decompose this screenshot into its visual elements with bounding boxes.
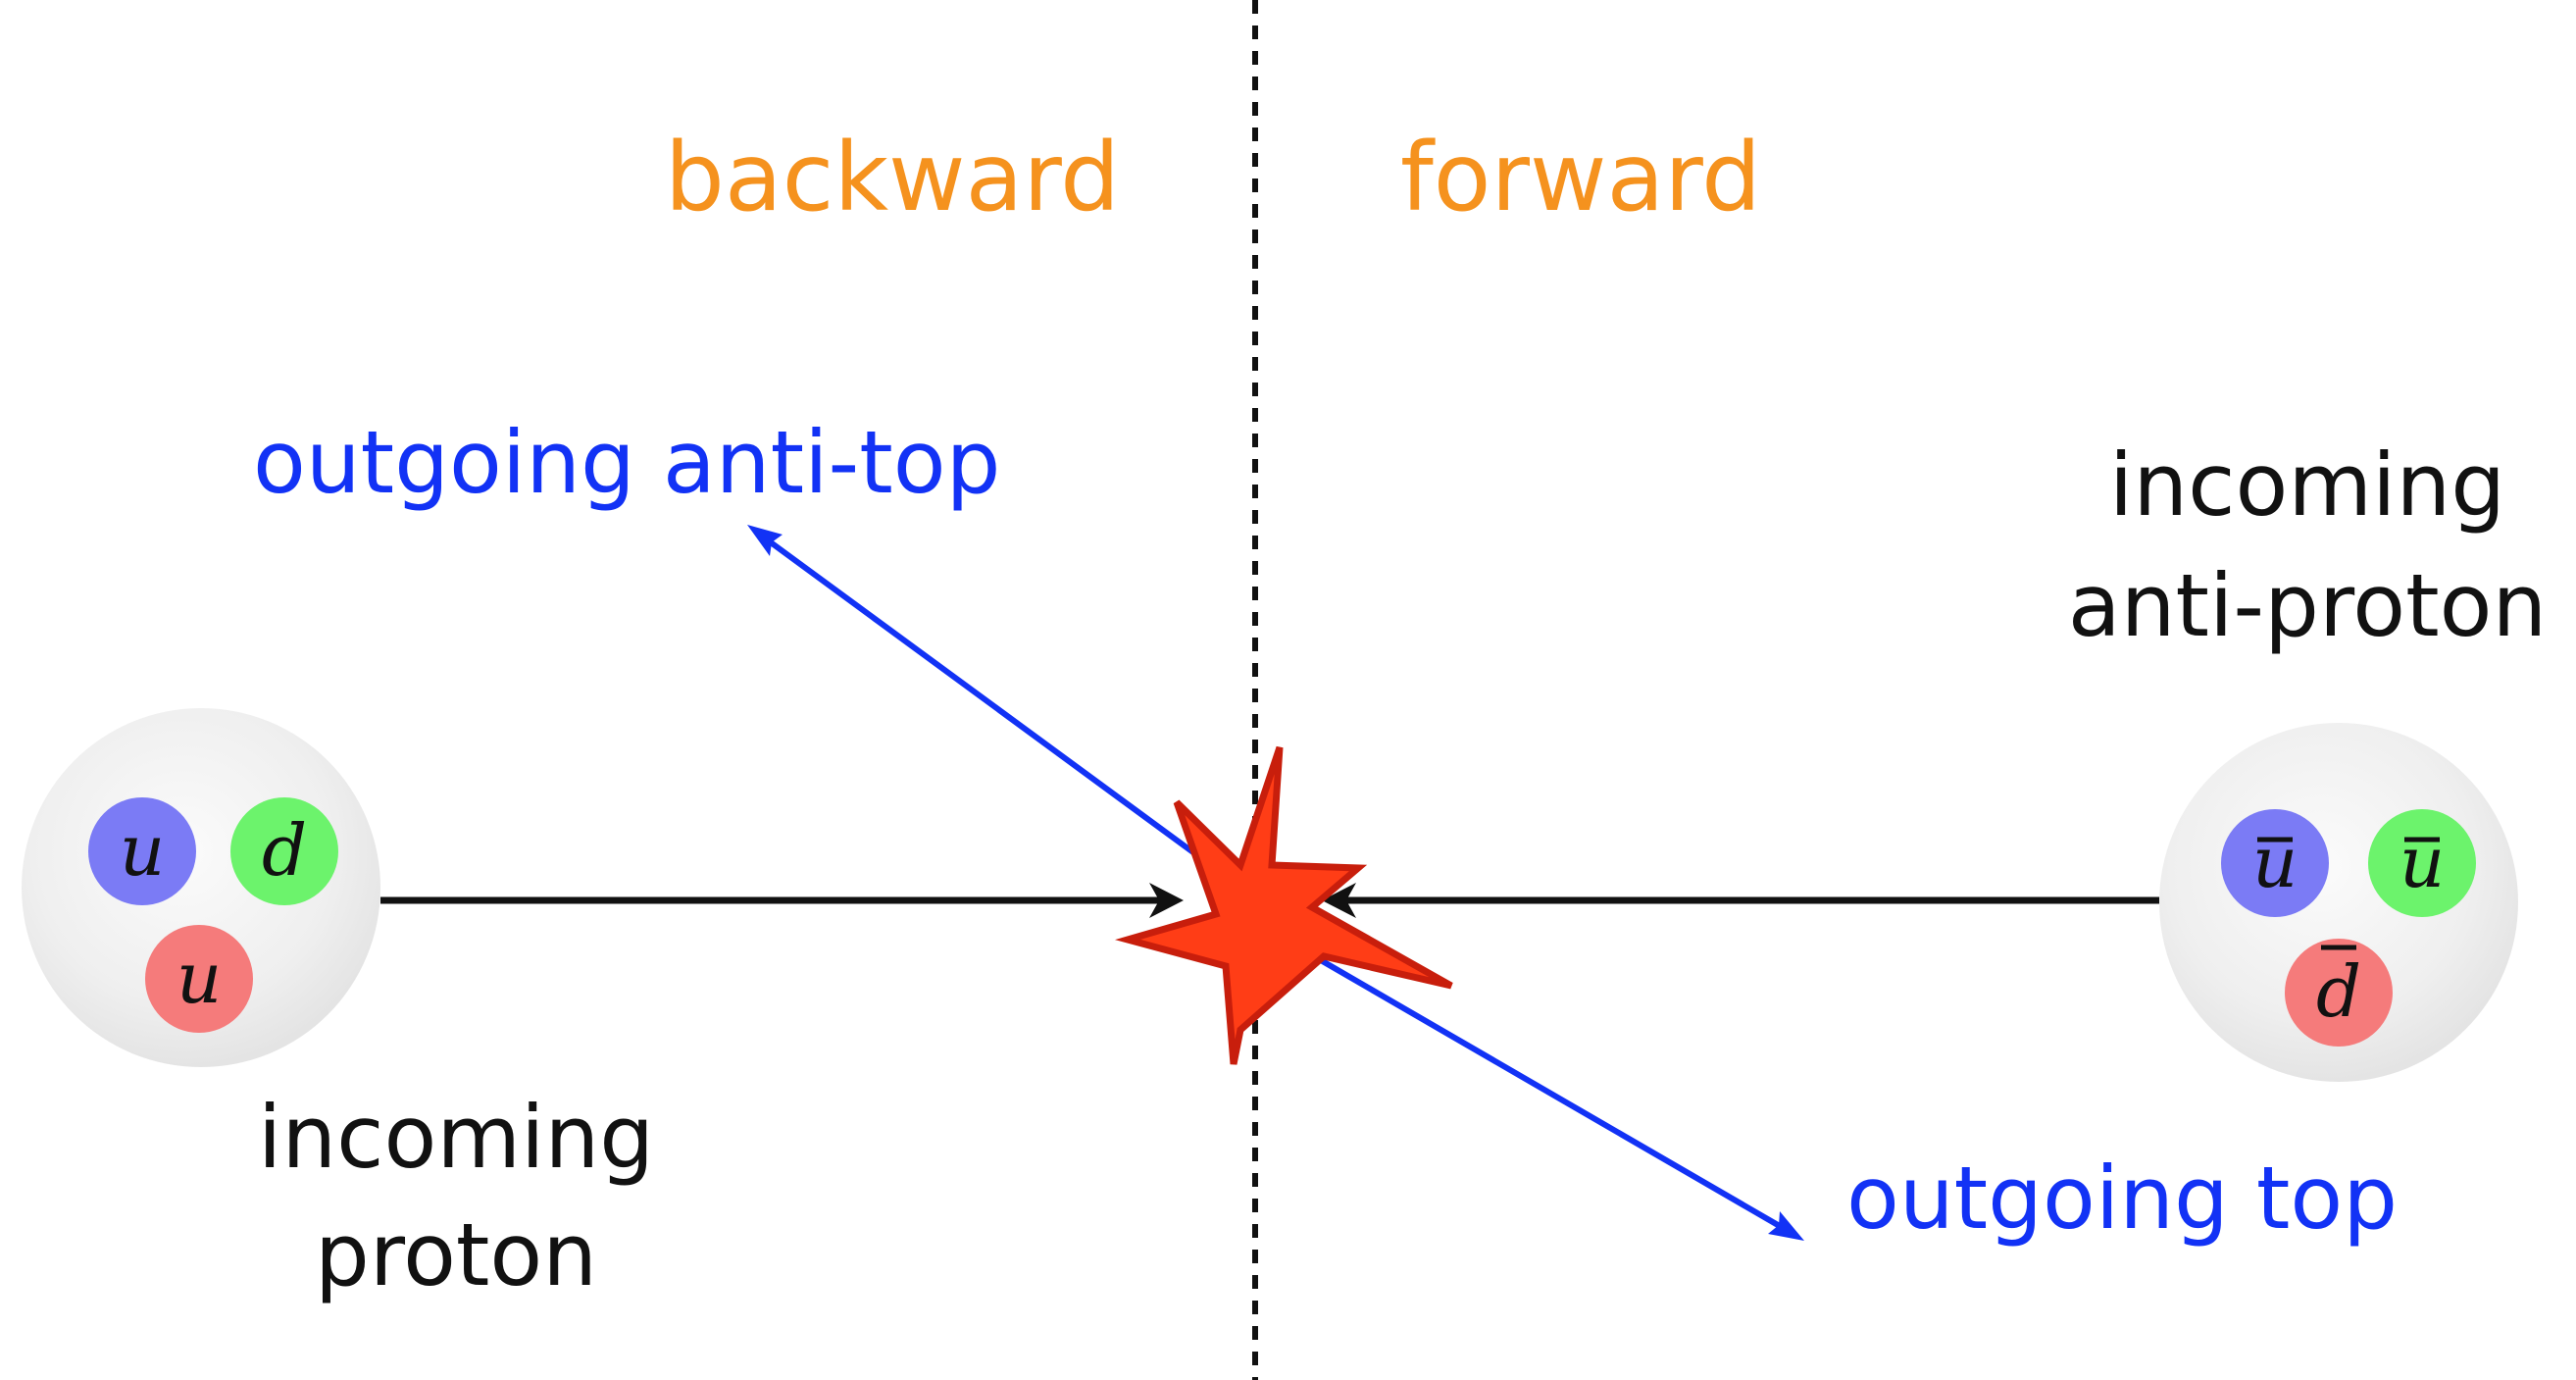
outgoing-antitop-arrowhead	[747, 525, 783, 556]
incoming-proton-label-line2: proton	[315, 1204, 597, 1305]
forward-label: forward	[1400, 123, 1761, 232]
outgoing-top-arrowhead	[1768, 1211, 1804, 1241]
incoming-antiproton-arrowhead	[1322, 883, 1356, 918]
backward-label: backward	[665, 123, 1120, 232]
quark-d-green-label: d	[262, 809, 307, 892]
incoming-antiproton-label-line1: incoming	[2109, 434, 2505, 536]
quark-u-red-label: u	[177, 937, 222, 1019]
quark-u-blue-label: u	[120, 809, 165, 892]
outgoing-antitop-line	[758, 532, 1203, 861]
antiquark-ubar-blue-label: u	[2252, 821, 2298, 903]
proton: u d u	[22, 708, 380, 1067]
outgoing-top-label: outgoing top	[1846, 1148, 2398, 1249]
quark-u-blue	[88, 797, 196, 905]
incoming-antiproton-label-line2: anti-proton	[2068, 555, 2547, 656]
quark-d-green	[230, 797, 338, 905]
antiquark-dbar-red-label: d	[2316, 950, 2361, 1033]
antiquark-ubar-green-label: u	[2399, 821, 2445, 903]
antiquark-ubar-blue	[2221, 809, 2329, 917]
outgoing-antitop-label: outgoing anti-top	[253, 412, 1000, 513]
quark-u-red	[145, 925, 253, 1033]
outgoing-top-line	[1312, 953, 1787, 1232]
antiquark-ubar-green	[2368, 809, 2476, 917]
incoming-proton-arrowhead	[1149, 883, 1184, 918]
collision-burst	[1114, 745, 1453, 1065]
antiquark-dbar-red	[2285, 939, 2393, 1047]
incoming-proton-label-line1: incoming	[258, 1087, 654, 1188]
antiproton: u u d	[2159, 723, 2518, 1082]
